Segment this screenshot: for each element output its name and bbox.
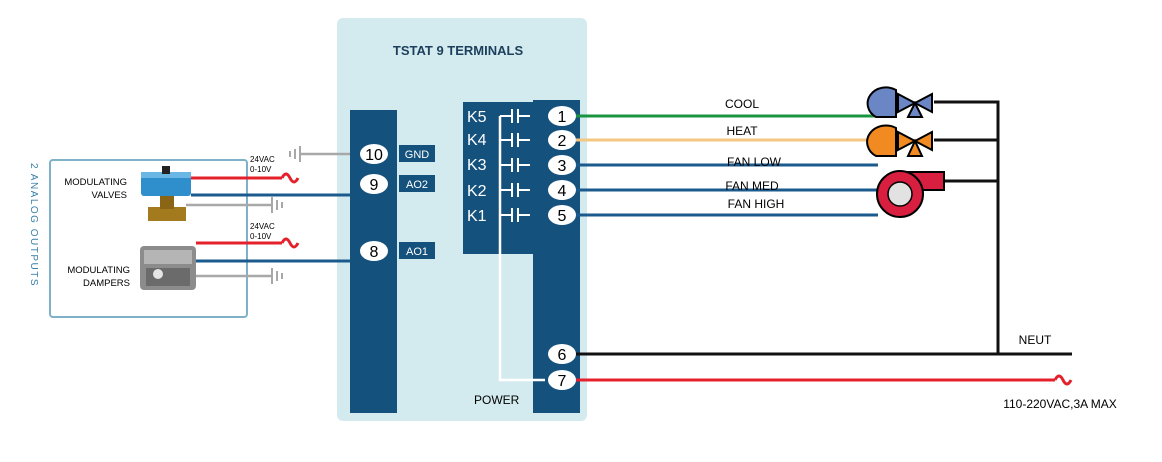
modulating-damper-icon — [140, 246, 196, 290]
neutral-bus — [934, 100, 1000, 354]
valve-wiring — [186, 172, 358, 213]
supply-wire-end — [1053, 374, 1073, 386]
supply-label: 110-220VAC,3A MAX — [1003, 397, 1117, 411]
relay-k2: K2 — [467, 183, 487, 200]
terminal-10-label: 10 — [365, 147, 383, 164]
relay-common-line — [498, 116, 545, 382]
valves-label-line2: VALVES — [91, 190, 127, 201]
valve-supply-line1: 24VAC — [250, 155, 275, 164]
terminal-7 — [548, 370, 576, 390]
cool-label: COOL — [725, 97, 759, 111]
power-label: POWER — [474, 393, 520, 407]
relay-k5: K5 — [467, 109, 487, 126]
gnd-tag — [399, 145, 435, 162]
terminal-5 — [548, 205, 576, 225]
panel-title: TSTAT 9 TERMINALS — [393, 43, 524, 58]
heat-label: HEAT — [726, 124, 758, 138]
terminal-9 — [360, 174, 388, 194]
heat-valve-icon — [866, 124, 933, 157]
analog-outputs-label: 2 ANALOG OUTPUTS — [28, 163, 39, 287]
terminal-4-label: 4 — [558, 183, 567, 200]
terminal-1 — [548, 106, 576, 126]
terminal-3-label: 3 — [558, 158, 567, 175]
terminal-9-label: 9 — [370, 177, 379, 194]
fan-low-label: FAN LOW — [727, 155, 782, 169]
dampers-label-line2: DAMPERS — [83, 278, 130, 289]
analog-outputs-box — [49, 159, 248, 318]
ao1-tag — [399, 242, 435, 259]
terminal-5-label: 5 — [558, 208, 567, 225]
ao2-tag-label: AO2 — [406, 179, 428, 191]
terminal-6 — [548, 344, 576, 364]
terminal-3 — [548, 155, 576, 175]
fan-med-label: FAN MED — [725, 179, 779, 193]
terminal-2-label: 2 — [558, 133, 567, 150]
damper-supply-line2: 0-10V — [250, 232, 272, 241]
gnd-tag-label: GND — [405, 149, 430, 161]
blower-icon — [876, 170, 945, 218]
terminal-7-label: 7 — [558, 373, 567, 390]
terminal-4 — [548, 180, 576, 200]
ao1-tag-label: AO1 — [406, 246, 428, 258]
relay-k3: K3 — [467, 157, 487, 174]
neut-label: NEUT — [1019, 333, 1052, 347]
terminal-8-label: 8 — [370, 244, 379, 261]
damper-wiring — [196, 237, 358, 284]
terminal-6-label: 6 — [558, 347, 567, 364]
ao2-tag — [399, 175, 435, 192]
damper-supply-line1: 24VAC — [250, 222, 275, 231]
dampers-label-line1: MODULATING — [67, 265, 130, 276]
cool-valve-icon — [866, 86, 933, 118]
modulating-valve-icon — [141, 166, 191, 221]
valves-label-line1: MODULATING — [64, 177, 127, 188]
terminal-8 — [360, 241, 388, 261]
relay-block — [463, 102, 533, 254]
relay-k1: K1 — [467, 208, 487, 225]
terminal-2 — [548, 130, 576, 150]
relay-contacts — [500, 109, 530, 222]
relay-k4: K4 — [467, 132, 487, 149]
terminal-1-label: 1 — [558, 109, 567, 126]
valve-supply-line2: 0-10V — [250, 165, 272, 174]
fan-high-label: FAN HIGH — [728, 197, 785, 211]
terminal-10 — [360, 144, 388, 164]
